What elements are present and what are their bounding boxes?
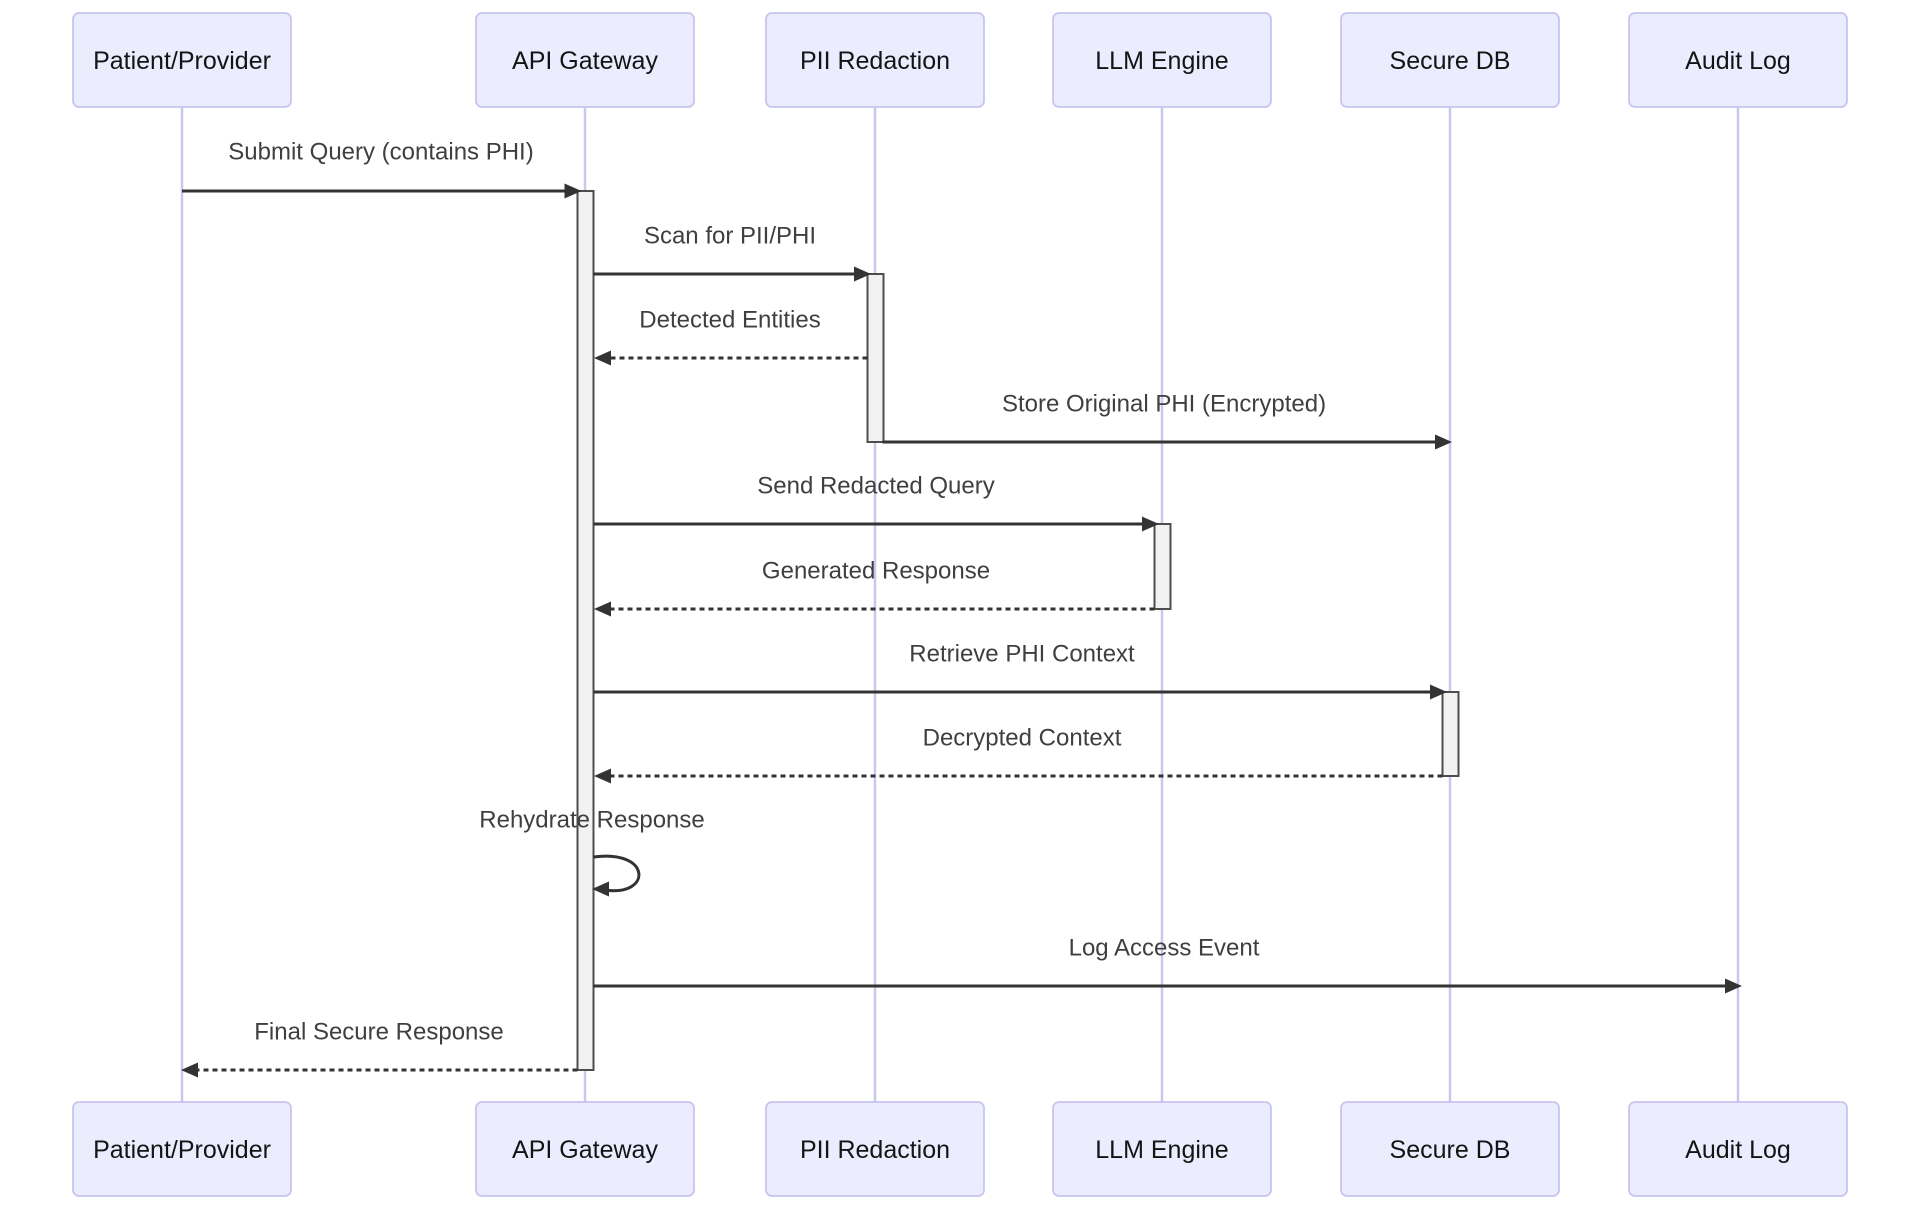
actor-top-box-llm-engine: [1052, 12, 1272, 108]
message-label-submit-query: Submit Query (contains PHI): [228, 139, 533, 166]
arrowhead-scan-pii: [854, 266, 871, 282]
message-label-detected-entities: Detected Entities: [639, 307, 820, 334]
activation-llm-engine: [1153, 523, 1172, 610]
actor-bottom-box-pii-redaction: [765, 1101, 985, 1197]
arrowhead-generated-response: [594, 601, 611, 617]
actors-bottom: Patient/Provider API Gateway PII Redacti…: [72, 1101, 1848, 1197]
message-label-scan-pii: Scan for PII/PHI: [644, 223, 816, 250]
message-label-decrypted-context: Decrypted Context: [923, 725, 1122, 752]
arrowhead-retrieve-context: [1430, 684, 1447, 700]
message-label-store-phi: Store Original PHI (Encrypted): [1002, 391, 1326, 418]
arrowhead-store-phi: [1435, 434, 1452, 450]
actor-top-box-secure-db: [1340, 12, 1560, 108]
messages: Submit Query (contains PHI) Scan for PII…: [181, 139, 1742, 1078]
lifelines: [180, 107, 1740, 1102]
actor-top-box-pii-redaction: [765, 12, 985, 108]
actor-top-box-patient-provider: [72, 12, 292, 108]
message-label-retrieve-context: Retrieve PHI Context: [909, 641, 1135, 668]
actor-top-label-llm-engine: LLM Engine: [1095, 47, 1228, 75]
actor-top-label-audit-log: Audit Log: [1685, 47, 1791, 75]
activation-secure-db: [1441, 691, 1460, 777]
actor-bottom-label-llm-engine: LLM Engine: [1095, 1136, 1228, 1164]
actor-bottom-box-patient-provider: [72, 1101, 292, 1197]
actor-bottom-label-api-gateway: API Gateway: [512, 1136, 658, 1164]
actor-bottom-box-api-gateway: [475, 1101, 695, 1197]
arrowhead-send-redacted: [1142, 516, 1159, 532]
message-label-rehydrate: Rehydrate Response: [479, 807, 704, 834]
actors-top: Patient/Provider API Gateway PII Redacti…: [72, 12, 1848, 108]
arrowhead-final-response: [181, 1062, 198, 1078]
actor-top-box-api-gateway: [475, 12, 695, 108]
arrowhead-log-access: [1725, 978, 1742, 994]
actor-top-label-api-gateway: API Gateway: [512, 47, 658, 75]
actor-bottom-label-audit-log: Audit Log: [1685, 1136, 1791, 1164]
arrowhead-detected-entities: [594, 350, 611, 366]
message-label-send-redacted: Send Redacted Query: [757, 473, 994, 500]
activations: [576, 190, 1460, 1071]
actor-top-box-audit-log: [1628, 12, 1848, 108]
activation-pii-redaction: [866, 273, 885, 443]
actor-bottom-box-audit-log: [1628, 1101, 1848, 1197]
actor-bottom-label-pii-redaction: PII Redaction: [800, 1136, 950, 1164]
actor-bottom-box-llm-engine: [1052, 1101, 1272, 1197]
actor-top-label-pii-redaction: PII Redaction: [800, 47, 950, 75]
message-label-final-response: Final Secure Response: [254, 1019, 503, 1046]
actor-bottom-label-patient-provider: Patient/Provider: [93, 1136, 271, 1164]
arrowhead-decrypted-context: [594, 768, 611, 784]
actor-top-label-patient-provider: Patient/Provider: [93, 47, 271, 75]
arrowhead-submit-query: [564, 183, 582, 199]
activation-api-gateway: [576, 190, 595, 1071]
actor-bottom-label-secure-db: Secure DB: [1390, 1136, 1511, 1164]
arrowhead-rehydrate-loop: [592, 881, 609, 897]
message-label-log-access: Log Access Event: [1069, 935, 1260, 962]
actor-bottom-box-secure-db: [1340, 1101, 1560, 1197]
message-arrow-rehydrate-loop: [593, 854, 641, 893]
actor-top-label-secure-db: Secure DB: [1390, 47, 1511, 75]
message-label-generated-response: Generated Response: [762, 558, 990, 585]
